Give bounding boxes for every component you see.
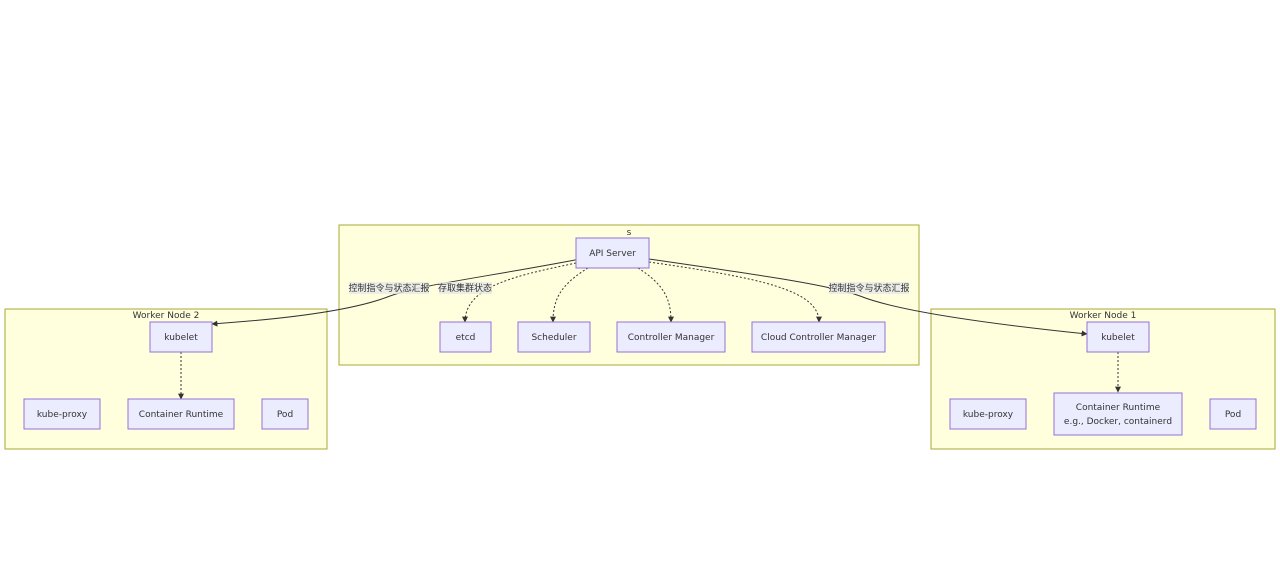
api-server-label: API Server (589, 249, 636, 259)
edge-api-scheduler (550, 262, 595, 323)
container-runtime-2-node[interactable]: Container Runtime (127, 398, 235, 430)
container-runtime-2-label: Container Runtime (139, 410, 224, 420)
cloud-controller-manager-node[interactable]: Cloud Controller Manager (751, 321, 886, 353)
edge-label-kubelet-1: 控制指令与状态汇报 (828, 282, 910, 294)
edge-label-kubelet-2: 控制指令与状态汇报 (348, 282, 430, 294)
edge-label-etcd: 存取集群状态 (438, 282, 492, 294)
edge-label-kubelet-2-text: 控制指令与状态汇报 (348, 282, 429, 294)
api-server-node[interactable]: API Server (575, 237, 650, 269)
kubelet-1-label: kubelet (1101, 333, 1135, 343)
cloud-controller-manager-label: Cloud Controller Manager (761, 333, 876, 343)
etcd-node[interactable]: etcd (439, 321, 492, 353)
kube-proxy-2-label: kube-proxy (37, 410, 88, 420)
container-runtime-1-label-line1: Container Runtime (1076, 403, 1161, 413)
kubelet-2-label: kubelet (164, 333, 198, 343)
scheduler-label: Scheduler (531, 333, 576, 343)
kubelet-1-node[interactable]: kubelet (1086, 321, 1150, 353)
scheduler-node[interactable]: Scheduler (517, 321, 591, 353)
pod-2-label: Pod (277, 410, 293, 420)
kube-proxy-2-node[interactable]: kube-proxy (23, 398, 101, 430)
pod-2-node[interactable]: Pod (261, 398, 309, 430)
edge-api-kubelet-1 (643, 255, 1088, 337)
container-runtime-1-label-line2: e.g., Docker, containerd (1064, 417, 1172, 427)
edge-label-etcd-text: 存取集群状态 (438, 282, 492, 294)
pod-1-node[interactable]: Pod (1209, 398, 1257, 430)
edge-label-kubelet-1-text: 控制指令与状态汇报 (828, 282, 909, 294)
pod-1-label: Pod (1225, 410, 1241, 420)
controller-manager-node[interactable]: Controller Manager (616, 321, 726, 353)
control-plane-title: s (627, 228, 632, 238)
kube-proxy-1-label: kube-proxy (963, 410, 1014, 420)
controller-manager-label: Controller Manager (628, 333, 715, 343)
worker-node-1-title: Worker Node 1 (1070, 311, 1137, 321)
kubelet-2-node[interactable]: kubelet (149, 321, 213, 353)
worker-node-2-title: Worker Node 2 (133, 311, 200, 321)
container-runtime-1-node[interactable]: Container Runtime e.g., Docker, containe… (1053, 392, 1183, 436)
etcd-label: etcd (456, 333, 476, 343)
kube-proxy-1-node[interactable]: kube-proxy (949, 398, 1027, 430)
